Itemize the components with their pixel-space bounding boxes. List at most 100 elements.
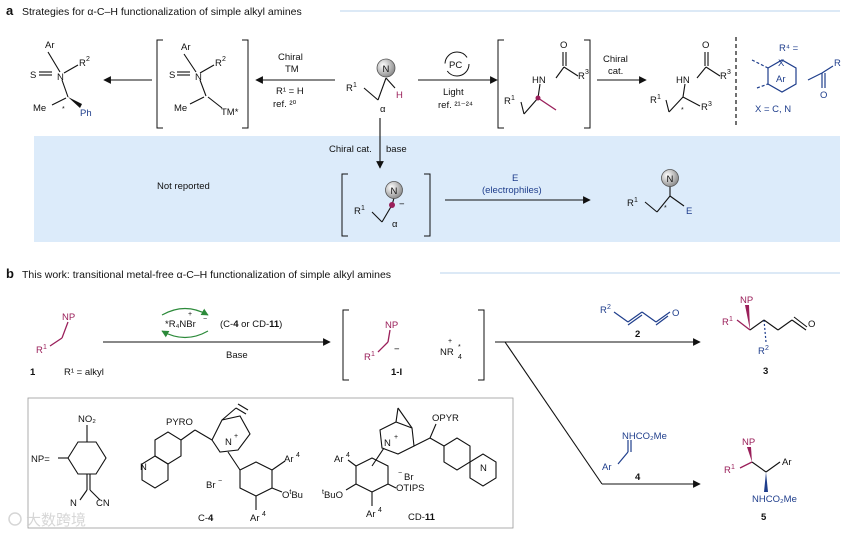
svg-text:ref. ²¹⁻²⁴: ref. ²¹⁻²⁴ — [438, 100, 473, 111]
svg-text:Ar: Ar — [366, 509, 376, 520]
svg-text:(electrophiles): (electrophiles) — [482, 185, 542, 196]
green-cycle-top-icon — [161, 307, 209, 316]
svg-text:R: R — [36, 345, 43, 356]
svg-text:O: O — [560, 40, 567, 51]
svg-text:4: 4 — [262, 511, 266, 518]
svg-text:4: 4 — [635, 472, 641, 483]
reagent-2: R 2 O 2 — [600, 304, 679, 340]
svg-text:−: − — [203, 316, 207, 323]
svg-text:3: 3 — [708, 101, 712, 108]
panel-b: b This work: transitional metal-free α-C… — [6, 266, 840, 529]
svg-text:R¹ = alkyl: R¹ = alkyl — [64, 367, 104, 378]
svg-text:X: X — [778, 58, 785, 69]
svg-text:1: 1 — [30, 367, 36, 378]
svg-text:+: + — [188, 311, 192, 318]
svg-text:Br: Br — [206, 480, 216, 491]
svg-text:cat.: cat. — [608, 66, 623, 77]
catalyst-c4-structure: N PYRO N + Br − Ar 4 OtBu Ar — [140, 403, 303, 524]
right-product-structure: O HN R 3 R 1 * R 3 — [650, 40, 731, 114]
svg-text:CN: CN — [96, 498, 110, 509]
radical-dot-icon — [535, 95, 541, 101]
svg-text:R: R — [79, 58, 86, 69]
reagent-4: NHCO₂Me Ar 4 — [602, 431, 667, 483]
svg-text:Ar: Ar — [602, 462, 612, 473]
svg-text:N: N — [140, 462, 147, 473]
svg-text:N: N — [391, 186, 398, 197]
svg-text:−: − — [218, 478, 222, 485]
green-cycle-bottom-icon — [161, 330, 209, 339]
carbanion-dot-icon — [389, 202, 395, 208]
svg-text:1: 1 — [511, 95, 515, 102]
product-5: NP R 1 Ar NHCO₂Me 5 — [724, 437, 797, 523]
svg-text:R: R — [215, 58, 222, 69]
svg-text:R⁴ =: R⁴ = — [779, 43, 799, 54]
svg-text:E: E — [512, 173, 518, 184]
svg-text:HN: HN — [532, 75, 546, 86]
svg-text:1: 1 — [43, 344, 47, 351]
svg-text:R: R — [758, 346, 765, 357]
svg-text:4: 4 — [346, 452, 350, 459]
svg-text:2: 2 — [86, 56, 90, 63]
svg-text:1-I: 1-I — [391, 367, 402, 378]
svg-text:2: 2 — [765, 345, 769, 352]
svg-text:N: N — [225, 437, 232, 448]
svg-text:R: R — [354, 206, 361, 217]
svg-text:−: − — [399, 199, 405, 210]
not-reported-box: Chiral cat. base Not reported N R 1 − α … — [34, 118, 840, 242]
svg-text:S: S — [169, 70, 175, 81]
svg-text:大数跨境: 大数跨境 — [26, 511, 86, 529]
svg-text:1: 1 — [657, 94, 661, 101]
svg-text:O: O — [702, 40, 709, 51]
svg-text:base: base — [386, 144, 407, 155]
svg-text:CD-11: CD-11 — [408, 512, 436, 523]
svg-text:TM: TM — [285, 64, 299, 75]
panel-b-label: b — [6, 266, 14, 281]
svg-text:PYRO: PYRO — [166, 417, 193, 428]
svg-text:+: + — [394, 434, 398, 441]
radical-intermediate-structure: O HN R 3 R 1 — [497, 39, 591, 129]
watermark: 大数跨境 — [8, 511, 86, 529]
svg-text:1: 1 — [634, 197, 638, 204]
svg-text:ref. ²⁰: ref. ²⁰ — [273, 99, 297, 110]
svg-text:N: N — [195, 72, 202, 83]
svg-text:Base: Base — [226, 350, 248, 361]
svg-text:1: 1 — [353, 82, 357, 89]
svg-text:R: R — [650, 95, 657, 106]
left-intermediate-structure: Ar S N R 2 Me TM* — [156, 39, 249, 129]
catalyst-box-frame — [27, 397, 514, 529]
svg-text:OPYR: OPYR — [432, 413, 459, 424]
intermediate-1-i: NP R 1 − + NR 4 * 1-I — [342, 309, 485, 381]
svg-text:NP: NP — [385, 320, 398, 331]
svg-text:2: 2 — [635, 329, 640, 340]
svg-text:*: * — [681, 107, 684, 114]
panel-a: a Strategies for α-C–H functionalization… — [6, 3, 841, 242]
svg-text:O: O — [820, 90, 827, 101]
svg-text:1: 1 — [729, 316, 733, 323]
panel-a-header: Strategies for α-C–H functionalization o… — [22, 6, 302, 18]
svg-text:R: R — [578, 71, 585, 82]
benzene-ring-icon — [67, 441, 107, 475]
svg-text:TM*: TM* — [221, 107, 239, 118]
catalyst-arrow: *R₄NBr + − (C-4 or CD-11) Base — [103, 307, 331, 361]
svg-text:NO₂: NO₂ — [78, 414, 96, 425]
svg-text:R: R — [346, 83, 353, 94]
svg-text:Ar: Ar — [181, 42, 191, 53]
svg-text:HN: HN — [676, 75, 690, 86]
svg-text:3: 3 — [585, 69, 589, 76]
catalyst-structures-box: NP= NO₂ N CN N PYRO N — [27, 397, 514, 529]
svg-text:Chiral: Chiral — [603, 54, 628, 65]
svg-text:Chiral: Chiral — [278, 52, 303, 63]
svg-text:−: − — [398, 470, 402, 477]
left-product-structure: Ar S N R 2 Me * Ph — [30, 40, 92, 119]
nitrogen-ball-icon — [376, 58, 396, 78]
svg-text:OtBu: OtBu — [282, 489, 303, 501]
svg-text:R¹ = H: R¹ = H — [276, 86, 304, 97]
svg-text:S: S — [30, 70, 36, 81]
svg-text:*: * — [458, 344, 461, 351]
svg-text:Ar: Ar — [284, 454, 294, 465]
svg-text:*: * — [62, 106, 65, 113]
svg-text:Me: Me — [174, 103, 187, 114]
svg-text:Ar: Ar — [776, 74, 786, 85]
svg-text:H: H — [396, 90, 403, 101]
svg-text:2: 2 — [607, 304, 611, 311]
